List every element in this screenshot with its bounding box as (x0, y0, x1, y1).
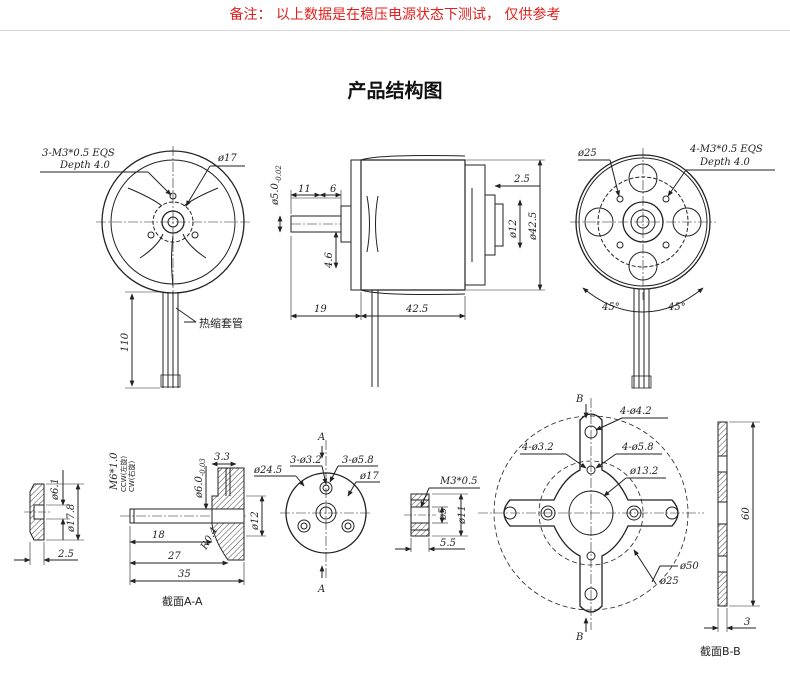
section-a-bottom: A (317, 584, 325, 595)
small-washer (14, 470, 84, 565)
heat-shrink-label: 热缩套管 (199, 316, 243, 330)
side-dia12: ø12 (508, 219, 519, 239)
rear-angle-right: 45° (667, 302, 686, 313)
nut-dia11: ø11 (457, 505, 468, 525)
disclaimer-note: 备注： 以上数据是在稳压电源状态下测试， 仅供参考 (0, 0, 790, 31)
rear-view (570, 148, 775, 389)
adapter-dia6: ø6.0-0.03 (194, 458, 207, 499)
nut-dia5: ø5 (438, 508, 449, 521)
adapter-ccw: CCW(左旋) (119, 456, 128, 492)
cross-mount (478, 398, 704, 632)
cross-section-b (704, 421, 760, 632)
round-dia24-5: ø24.5 (253, 465, 282, 476)
front-depth-label: Depth 4.0 (59, 160, 111, 171)
cross-dia50: ø50 (679, 561, 699, 572)
adapter-dim-27: 27 (167, 551, 181, 562)
nut-thread: M3*0.5 (439, 476, 478, 487)
washer-dia17-8: ø17.8 (66, 504, 77, 533)
washer-dim-2-5: 2.5 (57, 549, 74, 560)
side-view (277, 155, 545, 387)
side-dim-11: 11 (298, 184, 311, 195)
round-dia17: ø17 (359, 471, 379, 482)
cross-holes-4-2: 4-ø4.2 (619, 406, 652, 417)
side-dia5: ø5.0-0.02 (270, 165, 283, 206)
section-b-b-label: 截面B-B (700, 644, 741, 658)
adapter-dia12: ø12 (250, 511, 261, 531)
shaft-adapter (120, 461, 266, 585)
front-dim-110: 110 (120, 332, 131, 352)
side-dim-4-6: 4.6 (324, 251, 335, 269)
section-b-dim-60: 60 (741, 507, 752, 520)
rear-thread-label: 4-M3*0.5 EQS (689, 144, 763, 155)
adapter-dim-3-3: 3.3 (214, 452, 230, 463)
rear-angle-left: 45° (601, 302, 620, 313)
front-view (40, 146, 250, 389)
side-dim-42-5: 42.5 (405, 304, 428, 315)
round-mount (254, 440, 380, 578)
section-b-dim-3: 3 (744, 617, 750, 628)
adapter-cw: CW(右旋) (127, 460, 136, 492)
adapter-thread: M6*1.0 (109, 452, 120, 491)
round-holes-3-2: 3-ø3.2 (290, 455, 322, 466)
side-dim-19: 19 (314, 304, 327, 315)
section-b-bottom: B (575, 632, 583, 643)
side-dim-2-5: 2.5 (513, 174, 530, 185)
side-dim-6: 6 (330, 184, 337, 195)
side-dia42-5: ø42.5 (528, 212, 539, 241)
adapter-dim-35: 35 (178, 569, 191, 580)
nut (395, 487, 480, 552)
cross-holes-3-2: 4-ø3.2 (521, 442, 554, 453)
adapter-dim-18: 18 (152, 530, 165, 541)
cross-holes-5-8: 4-ø5.8 (621, 442, 654, 453)
section-a-top: A (317, 432, 325, 443)
front-thread-label: 3-M3*0.5 EQS (42, 148, 115, 159)
rear-depth-label: Depth 4.0 (699, 157, 751, 168)
round-holes-5-8: 3-ø5.8 (342, 455, 374, 466)
cross-dia25: ø25 (659, 576, 679, 587)
front-dia17: ø17 (217, 153, 237, 164)
page-title: 产品结构图 (347, 80, 443, 102)
rear-dia25: ø25 (577, 148, 597, 159)
cross-dia13-2: ø13.2 (629, 466, 658, 477)
section-a-a-label: 截面A-A (162, 594, 203, 608)
nut-dim-5-5: 5.5 (440, 538, 456, 549)
washer-dia6-1: ø6.1 (50, 478, 61, 501)
section-b-top: B (575, 394, 583, 405)
